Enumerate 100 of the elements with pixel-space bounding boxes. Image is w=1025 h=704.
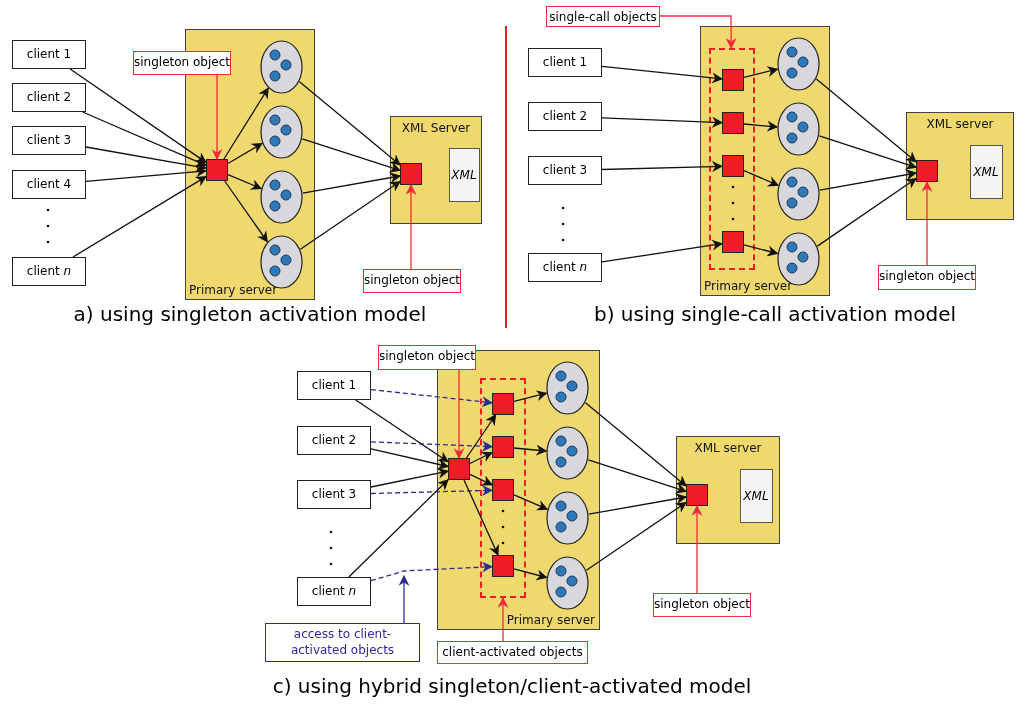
arrow — [227, 142, 263, 165]
arrow — [588, 493, 688, 515]
component-oval-drawing — [259, 234, 303, 289]
arrow — [743, 170, 780, 187]
arrow — [513, 568, 548, 581]
arrow — [370, 561, 494, 582]
arrow — [513, 494, 549, 511]
callout-label: single-call objects — [546, 6, 660, 27]
server-panel — [676, 436, 780, 544]
arrow — [224, 180, 268, 243]
callout-label: client-activated objects — [437, 641, 588, 664]
dashed-group-outline — [479, 377, 526, 598]
object-square — [492, 393, 514, 415]
arrow — [72, 175, 207, 258]
arrow — [818, 135, 918, 170]
server-label: Primary server — [189, 283, 278, 297]
client-box: client n — [528, 253, 602, 282]
object-square — [492, 555, 514, 577]
server-label: XML server — [926, 117, 994, 131]
leader-line — [398, 574, 410, 624]
caption: a) using singleton activation model — [73, 302, 427, 326]
callout-label: singleton object — [363, 269, 461, 293]
arrow — [584, 402, 687, 487]
object-square — [915, 159, 938, 182]
server-panel — [906, 112, 1014, 220]
component-oval-drawing — [776, 36, 820, 91]
object-square — [447, 457, 470, 480]
client-box: client 3 — [12, 126, 86, 155]
object-square — [722, 69, 744, 91]
server-panel — [437, 350, 600, 630]
callout-label: singleton object — [653, 593, 751, 617]
arrow — [348, 479, 449, 578]
xml-document: XML — [969, 144, 1003, 199]
callout-label: singleton object — [133, 51, 231, 75]
arrow — [815, 78, 917, 163]
component-oval-drawing — [545, 490, 589, 545]
object-square — [492, 479, 514, 501]
arrow — [601, 65, 724, 84]
arrow — [601, 239, 724, 263]
arrow — [816, 177, 917, 247]
component-oval-drawing — [776, 166, 820, 221]
xml-document: XML — [739, 468, 773, 523]
arrow — [69, 68, 207, 164]
object-square — [399, 162, 422, 185]
component-oval-drawing — [259, 39, 303, 94]
component-oval-drawing — [545, 360, 589, 415]
component-oval-drawing — [776, 101, 820, 156]
component-oval-drawing — [259, 169, 303, 224]
client-box: client 3 — [528, 156, 602, 185]
arrow — [469, 451, 493, 465]
arrow — [227, 173, 263, 190]
leader-line — [497, 596, 509, 642]
arrow — [370, 485, 494, 497]
leader-line — [453, 369, 465, 460]
server-panel — [390, 116, 482, 224]
component-oval-drawing — [545, 555, 589, 610]
callout-label: access to client-activated objects — [265, 623, 420, 662]
dashed-group-outline — [708, 47, 755, 270]
server-label: XML Server — [401, 121, 471, 135]
arrow — [299, 180, 401, 250]
object-square — [685, 483, 708, 506]
arrow — [585, 501, 687, 571]
arrow — [298, 81, 401, 166]
component-oval-drawing — [545, 425, 589, 480]
arrow — [370, 440, 494, 452]
arrow — [355, 399, 449, 463]
arrow — [81, 111, 207, 167]
client-box: client n — [12, 257, 86, 286]
server-label: Primary server — [506, 613, 595, 627]
arrow — [370, 467, 450, 488]
arrow — [601, 161, 724, 173]
client-box: client 2 — [12, 83, 86, 112]
leader-line — [921, 180, 933, 266]
arrow — [743, 66, 779, 78]
object-square — [722, 155, 744, 177]
object-square — [722, 112, 744, 134]
caption: c) using hybrid singleton/client-activated model — [272, 674, 752, 698]
leader-line — [405, 183, 417, 270]
client-box: client 1 — [528, 48, 602, 77]
arrow — [370, 388, 494, 408]
component-oval-drawing — [259, 104, 303, 159]
server-panel — [700, 26, 830, 296]
arrow — [302, 172, 402, 194]
arrow — [743, 120, 779, 132]
client-box: client 1 — [297, 371, 371, 400]
arrow — [469, 473, 493, 486]
callout-label: singleton object — [878, 265, 976, 290]
leader-line — [691, 504, 703, 594]
server-label: Primary server — [704, 279, 793, 293]
arrow — [513, 444, 548, 456]
client-box: client 1 — [12, 40, 86, 69]
leader-line — [211, 74, 223, 161]
arrow — [601, 116, 724, 128]
leader-line — [659, 15, 737, 50]
client-box: client 3 — [297, 480, 371, 509]
arrow — [465, 414, 497, 459]
client-box: client 2 — [297, 426, 371, 455]
object-square — [492, 436, 514, 458]
arrow — [85, 146, 208, 172]
arrow — [743, 244, 779, 257]
